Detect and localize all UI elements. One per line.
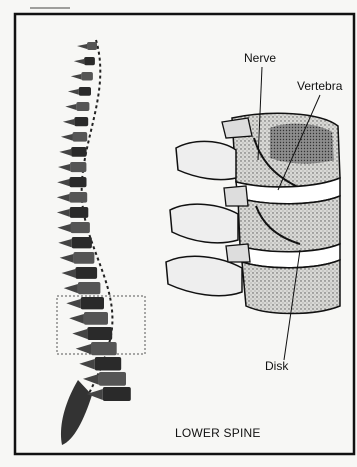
spine-process — [71, 74, 82, 80]
spine-vertebra — [84, 312, 108, 325]
spine-process — [58, 164, 70, 171]
spine-vertebra — [79, 87, 91, 96]
spine-vertebra — [75, 267, 97, 279]
spine-vertebra — [87, 327, 112, 340]
spine-vertebra — [71, 222, 90, 233]
spine-vertebra — [69, 192, 87, 203]
spine-process — [68, 89, 79, 95]
spine-vertebra — [81, 72, 93, 81]
spine-process — [83, 374, 99, 385]
spine-process — [59, 149, 71, 156]
spine-vertebra — [70, 207, 89, 218]
spine-vertebra — [99, 372, 126, 386]
figure-caption: LOWER SPINE — [175, 426, 261, 440]
spine-vertebra — [103, 387, 131, 401]
spine-process — [76, 344, 91, 354]
spine-process — [57, 179, 69, 186]
coccyx — [61, 380, 92, 445]
spine-process — [74, 59, 84, 64]
spine-process — [61, 134, 73, 141]
spine-vertebra — [84, 57, 95, 65]
spine-vertebra — [70, 177, 87, 187]
spine-process — [60, 254, 74, 263]
spine-vertebra — [76, 102, 89, 111]
facet-joint — [222, 118, 252, 138]
spine-vertebra — [73, 132, 88, 142]
facet-joint — [224, 186, 248, 206]
spine-process — [69, 314, 84, 324]
spine-vertebra — [81, 297, 104, 309]
spine-process — [57, 224, 70, 232]
spine-process — [65, 104, 76, 110]
facet-joint — [226, 244, 250, 262]
spine-process — [58, 239, 71, 247]
spine-process — [72, 329, 87, 339]
spine-vertebra — [72, 237, 92, 248]
spine-vertebra — [73, 252, 94, 264]
spine-process — [66, 299, 80, 308]
spinal-column — [57, 40, 131, 445]
spine-process — [79, 359, 95, 370]
spine-vertebra — [87, 42, 97, 50]
nerve-label: Nerve — [244, 51, 276, 65]
spine-process — [77, 44, 87, 49]
spine-process — [57, 209, 70, 217]
spine-vertebra — [74, 117, 88, 126]
spine-vertebra — [78, 282, 101, 294]
zoomed-vertebrae — [166, 113, 340, 313]
spinous-process — [176, 141, 236, 179]
vertebra-body — [238, 196, 340, 252]
vertebra-label: Vertebra — [297, 79, 342, 93]
spine-process — [63, 119, 74, 125]
spine-process — [62, 269, 76, 278]
spine-vertebra — [91, 342, 117, 355]
disk-label: Disk — [265, 359, 288, 373]
spine-vertebra — [71, 147, 87, 157]
spine-vertebra — [70, 162, 86, 172]
vertebra-body — [242, 260, 340, 314]
spine-vertebra — [95, 357, 121, 371]
spine-process — [64, 284, 78, 293]
spine-process — [57, 194, 70, 202]
spinous-process — [170, 204, 238, 243]
